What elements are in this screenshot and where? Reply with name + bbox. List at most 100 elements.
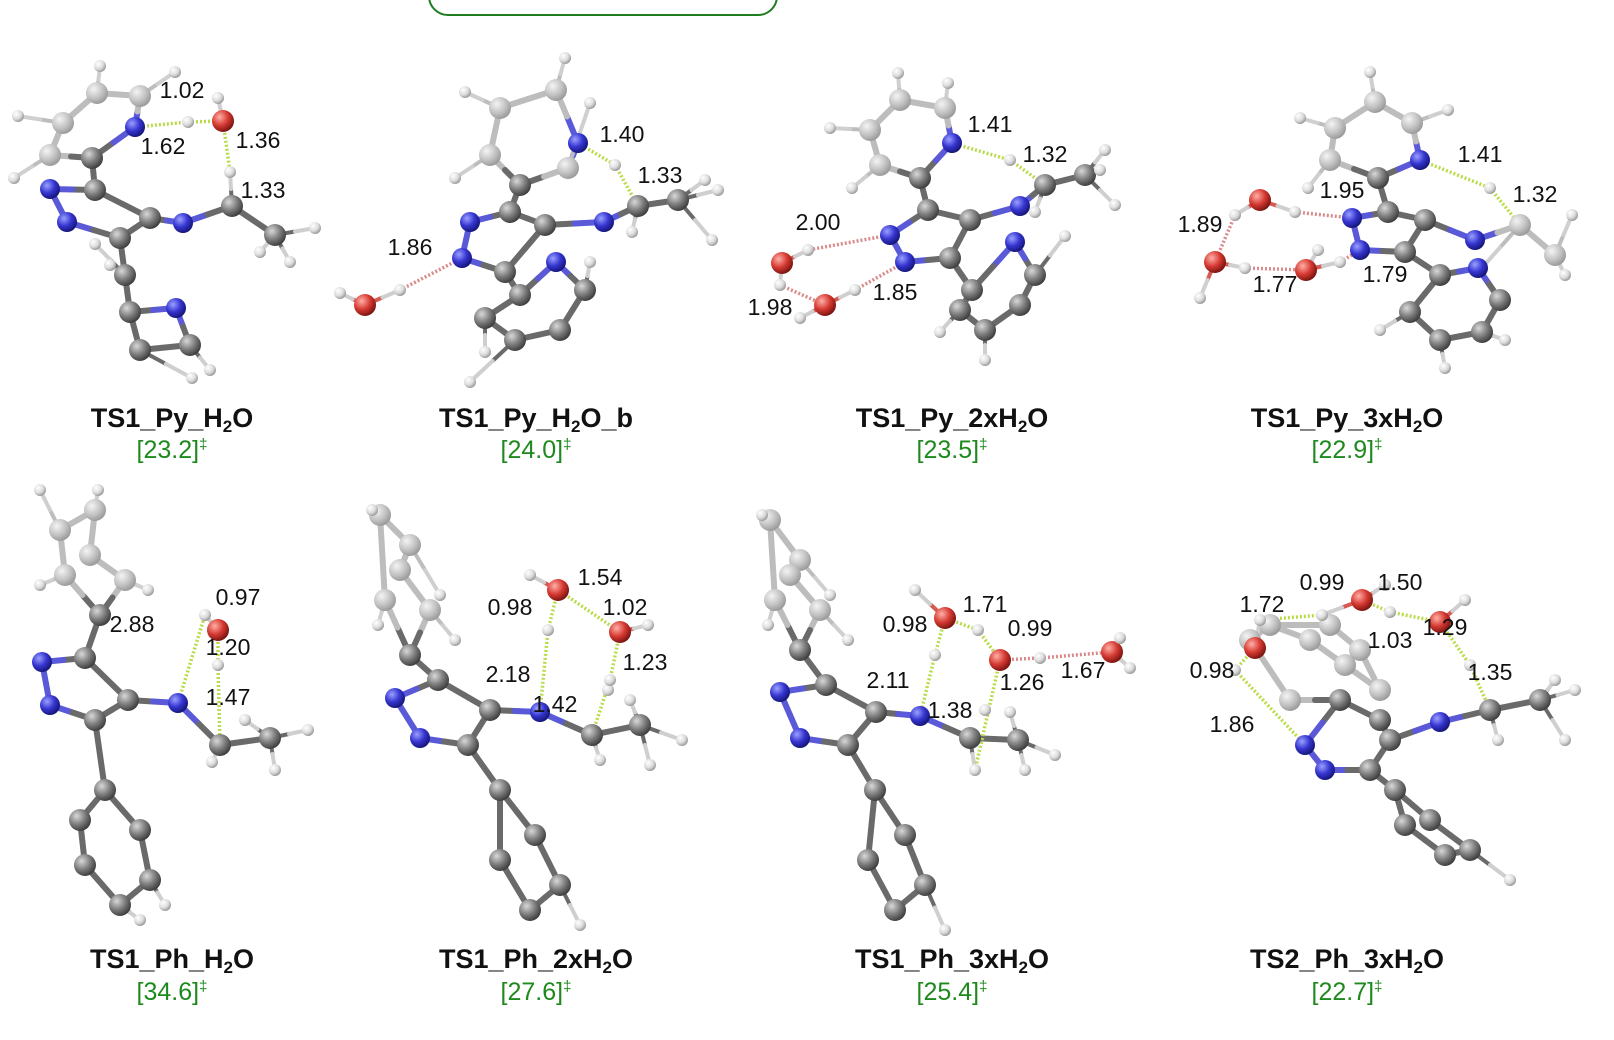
hydrogen-atom: [642, 619, 654, 631]
hydrogen-atom: [182, 116, 194, 128]
nitrogen-atom: [40, 179, 60, 199]
hydrogen-atom: [842, 634, 854, 646]
hydrogen-atom: [1459, 594, 1471, 606]
hydrogen-atom: [89, 238, 101, 250]
nitrogen-atom: [594, 212, 614, 232]
distance-label: 1.67: [1061, 657, 1106, 683]
hydrogen-atom: [774, 279, 786, 291]
carbon-atom: [489, 779, 511, 801]
hydrogen-atom: [969, 764, 981, 776]
distance-label: 1.03: [1368, 627, 1413, 653]
hydrogen-atom: [92, 484, 104, 496]
carbon-atom: [524, 824, 546, 846]
carbon-atom: [489, 849, 511, 871]
carbon-atom: [474, 307, 496, 329]
nitrogen-atom: [895, 252, 915, 272]
hydrogen-atom: [224, 166, 236, 178]
hbond-line: [1419, 158, 1491, 190]
carbon-atom: [479, 144, 501, 166]
carbon-atom: [79, 544, 101, 566]
carbon-atom: [627, 195, 649, 217]
nitrogen-atom: [546, 252, 566, 272]
carbon-atom: [934, 97, 956, 119]
carbon-atom: [1324, 117, 1346, 139]
carbon-atom: [939, 247, 961, 269]
carbon-atom: [117, 689, 139, 711]
carbon-atom: [94, 779, 116, 801]
hydrogen-atom: [394, 284, 406, 296]
hydrogen-atom: [802, 244, 814, 256]
hydrogen-atom: [699, 174, 711, 186]
hydrogen-atom: [1566, 209, 1578, 221]
distance-label: 1.47: [206, 684, 251, 710]
carbon-atom: [84, 179, 106, 201]
carbon-atom: [389, 559, 411, 581]
distance-label: 2.00: [796, 209, 841, 235]
panel-title-8: TS2_Ph_3xH2O: [1249, 944, 1445, 977]
hydrogen-atom: [1334, 256, 1346, 268]
hydrogen-atom: [584, 97, 596, 109]
distance-label: 1.89: [1178, 211, 1223, 237]
hydrogen-atom: [34, 484, 46, 496]
hbond-line: [918, 654, 937, 717]
oxygen-atom: [1249, 189, 1271, 211]
hydrogen-atom: [464, 376, 476, 388]
carbon-atom: [974, 319, 996, 341]
nitrogen-atom: [1295, 735, 1315, 755]
hydrogen-atom: [1549, 674, 1561, 686]
carbon-atom: [581, 724, 603, 746]
nitrogen-atom: [168, 693, 188, 713]
carbon-atom: [399, 644, 421, 666]
oxygen-atom: [207, 619, 229, 641]
panel-title-7: TS1_Ph_3xH2O: [854, 944, 1050, 977]
hydrogen-atom: [524, 569, 536, 581]
hydrogen-atom: [1289, 206, 1301, 218]
carbon-atom: [859, 119, 881, 141]
hydrogen-atom: [309, 222, 321, 234]
carbon-atom: [221, 195, 243, 217]
hydrogen-atom: [644, 759, 656, 771]
nitrogen-atom: [125, 117, 145, 137]
hydrogen-atom: [1034, 652, 1046, 664]
hbond-line: [577, 141, 616, 167]
hbond-line: [1008, 158, 1047, 187]
distance-label: 1.33: [638, 162, 683, 188]
oxygen-atom: [934, 607, 956, 629]
distance-label: 1.41: [968, 111, 1013, 137]
hbond-line: [854, 260, 906, 292]
carbon-atom: [1279, 689, 1301, 711]
hydrogen-atom: [574, 919, 586, 931]
nitrogen-atom: [166, 298, 186, 318]
hydrogen-atom: [206, 756, 218, 768]
oxygen-atom: [609, 621, 631, 643]
carbon-atom: [909, 167, 931, 189]
carbon-atom: [84, 499, 106, 521]
nitrogen-atom: [410, 728, 430, 748]
nitrogen-atom: [452, 248, 472, 268]
oxygen-atom: [1295, 259, 1317, 281]
oxygen-atom: [547, 579, 569, 601]
hydrogen-atom: [604, 674, 616, 686]
oxygen-atom: [354, 294, 376, 316]
carbon-atom: [209, 734, 231, 756]
hydrogen-atom: [559, 52, 571, 64]
molecule-2: [334, 52, 724, 388]
hydrogen-atom: [434, 589, 446, 601]
carbon-atom: [509, 284, 531, 306]
carbon-atom: [427, 669, 449, 691]
hydrogen-atom: [626, 226, 638, 238]
carbon-atom: [1429, 264, 1451, 286]
carbon-atom: [374, 589, 396, 611]
molecule-7: [756, 509, 1136, 936]
carbon-atom: [264, 224, 286, 246]
panel-energy-2: [24.0]‡: [500, 436, 572, 464]
nitrogen-atom: [40, 695, 60, 715]
hbond-line: [1294, 210, 1353, 220]
nitrogen-atom: [32, 652, 52, 672]
distance-label: 1.54: [578, 564, 623, 590]
molecule-4: [1194, 66, 1578, 374]
oxygen-atom: [771, 252, 793, 274]
nitrogen-atom: [1342, 208, 1362, 228]
hydrogen-atom: [94, 60, 106, 72]
